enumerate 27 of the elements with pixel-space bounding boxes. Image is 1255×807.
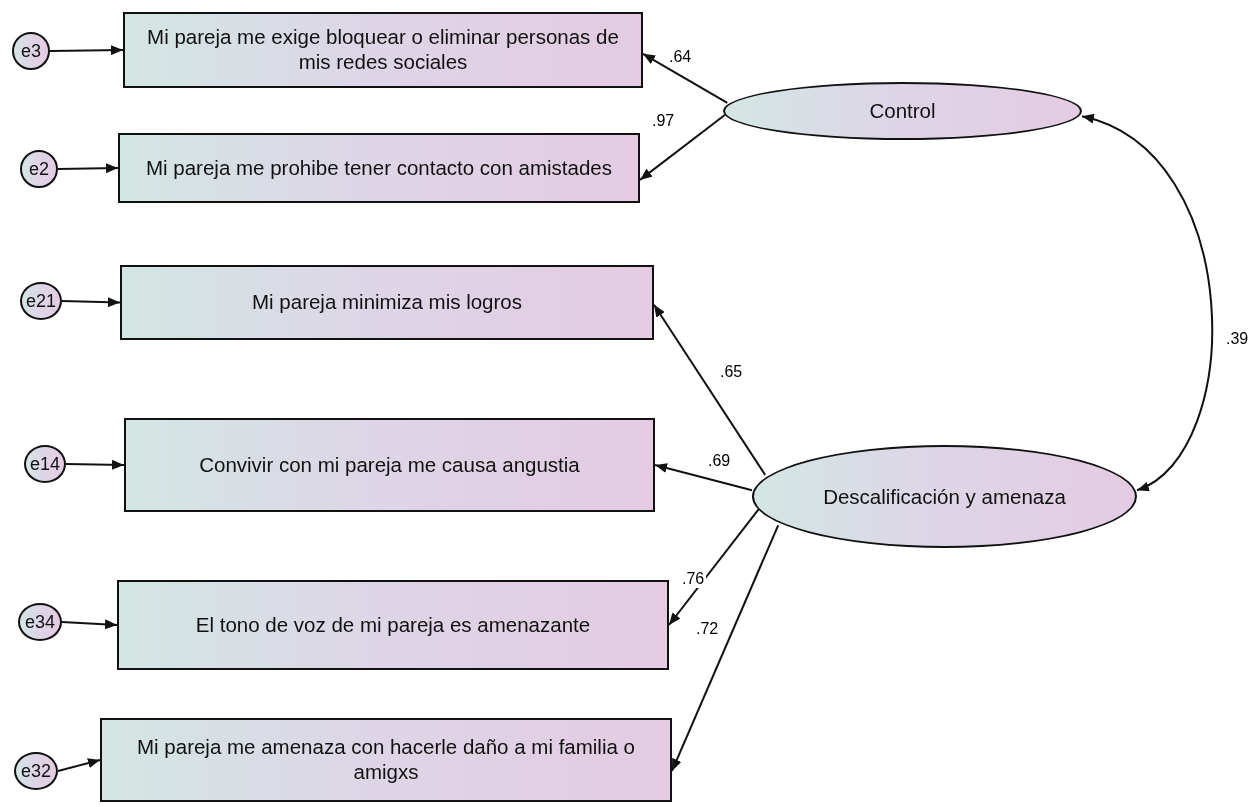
path-arrow (61, 619, 118, 630)
path-arrow (654, 463, 753, 492)
covariance-arrow (1081, 115, 1213, 492)
error-term-circle: e21 (20, 282, 62, 320)
path-arrow (61, 297, 121, 308)
observed-variable-box: Mi pareja me exige bloquear o eliminar personas de mis redes sociales (123, 12, 643, 88)
path-arrow (653, 303, 767, 476)
path-arrow (49, 45, 124, 56)
error-term-circle: e14 (24, 445, 66, 483)
observed-variable-box: El tono de voz de mi pareja es amenazante (117, 580, 669, 670)
latent-variable-ellipse: Control (723, 82, 1082, 140)
observed-variable-box: Mi pareja me prohibe tener contacto con amistades (118, 133, 640, 203)
error-term-circle: e2 (20, 150, 58, 188)
path-arrow (642, 52, 729, 104)
error-term-circle: e3 (12, 32, 50, 70)
error-term-circle: e32 (14, 752, 58, 790)
path-arrow (65, 459, 125, 470)
observed-variable-box: Mi pareja minimiza mis logros (120, 265, 654, 340)
latent-variable-ellipse: Descalificación y amenaza (752, 445, 1137, 548)
path-arrow (671, 524, 780, 772)
error-term-circle: e34 (18, 603, 62, 641)
observed-variable-box: Convivir con mi pareja me causa angustia (124, 418, 655, 512)
path-arrow (639, 114, 726, 181)
path-arrow (57, 163, 119, 174)
path-arrow (57, 758, 101, 772)
edge-label: .76 (680, 570, 707, 588)
observed-variable-box: Mi pareja me amenaza con hacerle daño a mi familia o amigxs (100, 718, 672, 802)
